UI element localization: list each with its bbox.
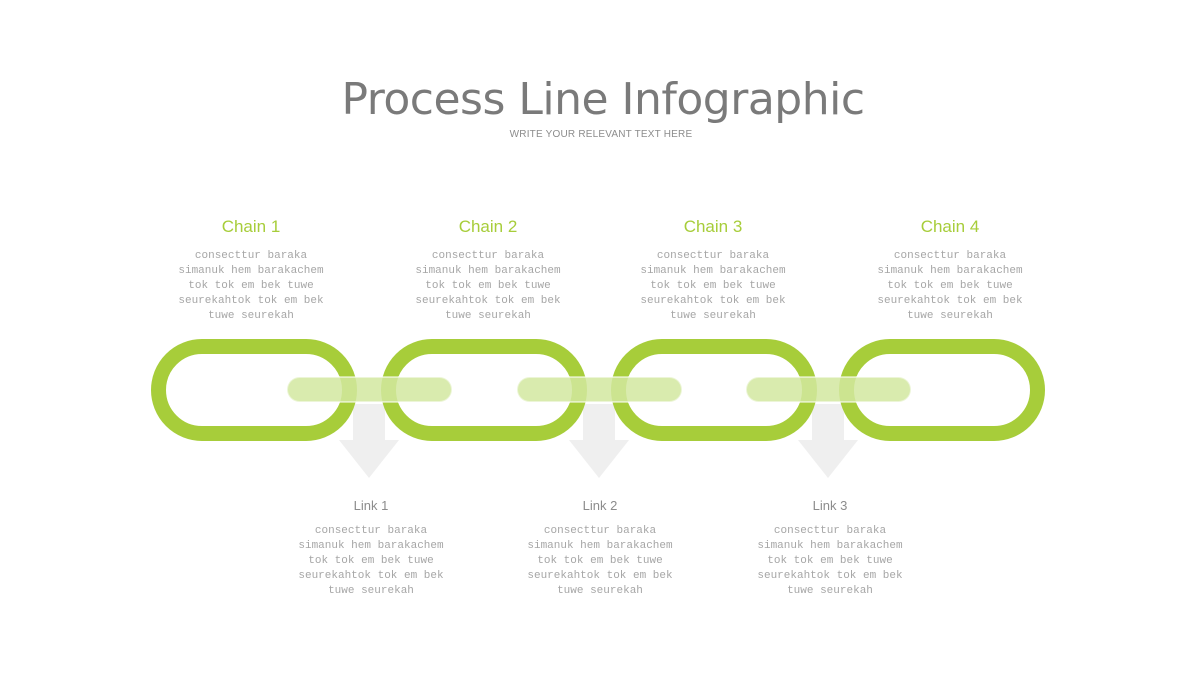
- connector-bar-icon: [516, 376, 683, 403]
- connector-bar-icon: [745, 376, 912, 403]
- link-2-title: Link 2: [582, 498, 618, 513]
- page-subtitle: WRITE YOUR RELEVANT TEXT HERE: [509, 129, 693, 140]
- link-3-title: Link 3: [812, 498, 848, 513]
- chain-4-title: Chain 4: [920, 217, 980, 236]
- chain-2-title: Chain 2: [458, 217, 518, 236]
- down-arrow-icon: [569, 404, 629, 478]
- down-arrow-icon: [798, 404, 858, 478]
- chain-1-title: Chain 1: [221, 217, 281, 236]
- connector-bar-icon: [286, 376, 453, 403]
- chain-3-title: Chain 3: [683, 217, 743, 236]
- down-arrow-icon: [339, 404, 399, 478]
- page-title: Process Line Infographic: [341, 74, 865, 125]
- link-1-title: Link 1: [353, 498, 389, 513]
